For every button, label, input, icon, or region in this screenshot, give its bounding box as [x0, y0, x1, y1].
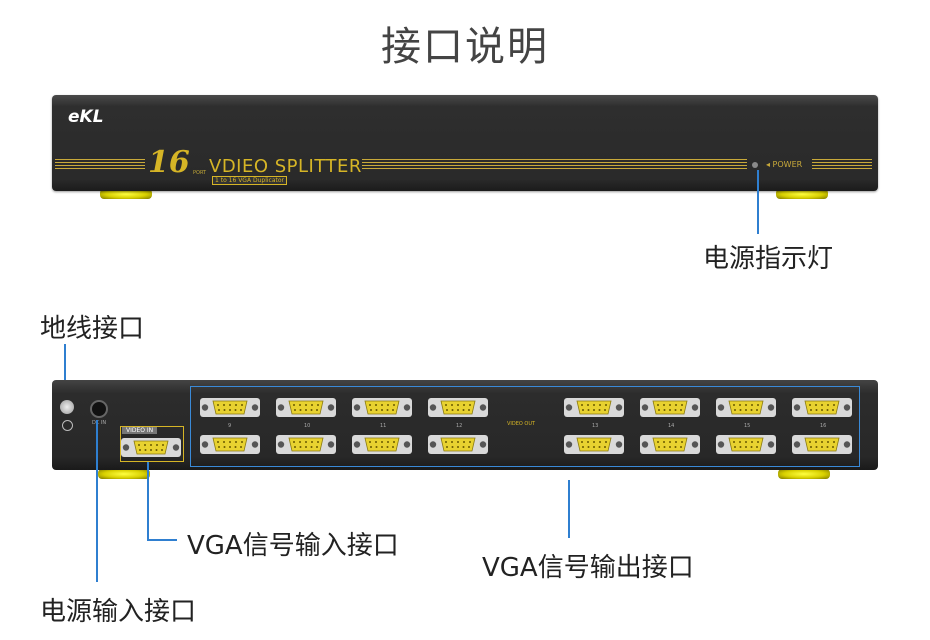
ground-screw	[60, 400, 74, 414]
label-ground: 地线接口	[40, 314, 145, 344]
dc-in-label: DC IN	[92, 420, 107, 426]
callout-line-ground	[64, 344, 66, 404]
front-panel: eKL 16 PORT VDIEO SPLITTER 1 to 16 VGA D…	[52, 95, 878, 191]
callout-line-vga-in	[147, 462, 149, 540]
back-foot-left	[98, 469, 150, 479]
dc-in-jack	[90, 400, 108, 418]
decor-stripes-right	[812, 159, 872, 170]
label-power-indicator: 电源指示灯	[703, 244, 834, 274]
front-foot-left	[100, 189, 152, 199]
product-name: VDIEO SPLITTER	[209, 156, 362, 177]
label-power-in: 电源输入接口	[40, 597, 197, 627]
callout-line-vga-out	[568, 480, 570, 538]
callout-line-power-in	[96, 420, 98, 582]
page-title: 接口说明	[381, 24, 549, 70]
product-subtitle: 1 to 16 VGA Duplicator	[212, 176, 287, 185]
video-in-label: VIDEO IN	[122, 427, 158, 434]
vga-in-frame	[120, 426, 184, 462]
brand-logo: eKL	[68, 107, 104, 127]
callout-line-vga-in-h	[147, 539, 177, 541]
label-vga-out: VGA信号输出接口	[482, 553, 694, 583]
label-vga-in: VGA信号输入接口	[187, 531, 399, 561]
power-text: ◂ POWER	[766, 160, 803, 169]
back-panel: DC IN	[52, 380, 878, 470]
port-count: 16	[148, 145, 190, 180]
power-led	[752, 162, 758, 168]
decor-stripes-left	[55, 159, 145, 170]
video-out-label: VIDEO OUT	[507, 421, 536, 427]
decor-stripes-mid	[362, 159, 747, 170]
ground-symbol-icon	[62, 420, 73, 431]
back-foot-right	[778, 469, 830, 479]
callout-line-power-indicator	[757, 170, 759, 234]
vga-out-frame	[190, 386, 860, 467]
port-word: PORT	[193, 170, 207, 176]
front-foot-right	[776, 189, 828, 199]
